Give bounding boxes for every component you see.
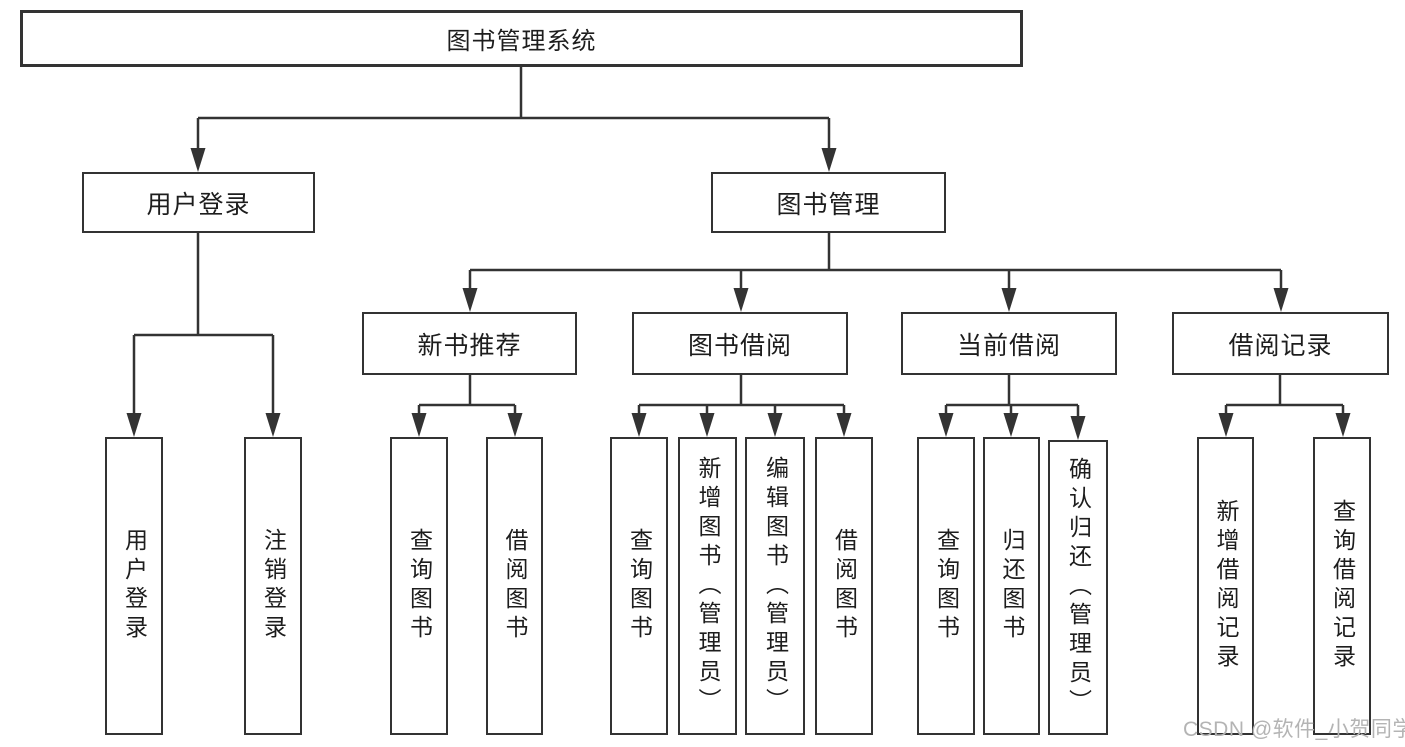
node-library-system: 图书管理系统 [20, 10, 1023, 67]
leaf-query-books-recommend: 查询图书 [390, 437, 448, 735]
leaf-edit-book-admin: 编辑图书（管理员） [745, 437, 805, 735]
node-current-borrow: 当前借阅 [901, 312, 1117, 375]
leaf-query-books-borrow: 查询图书 [610, 437, 668, 735]
leaf-borrow-books-recommend: 借阅图书 [486, 437, 543, 735]
leaf-return-book: 归还图书 [983, 437, 1040, 735]
leaf-add-book-admin: 新增图书（管理员） [678, 437, 737, 735]
watermark: CSDN @软件_小贺同学 [1183, 718, 1405, 741]
leaf-confirm-return-admin: 确认归还（管理员） [1048, 440, 1108, 735]
node-borrow-records: 借阅记录 [1172, 312, 1389, 375]
leaf-query-borrow-record: 查询借阅记录 [1313, 437, 1371, 735]
leaf-borrow-books: 借阅图书 [815, 437, 873, 735]
leaf-user-login: 用户登录 [105, 437, 163, 735]
leaf-add-borrow-record: 新增借阅记录 [1197, 437, 1254, 735]
node-book-management: 图书管理 [711, 172, 946, 233]
leaf-logout: 注销登录 [244, 437, 302, 735]
node-user-login: 用户登录 [82, 172, 315, 233]
node-book-borrow: 图书借阅 [632, 312, 848, 375]
node-new-book-recommend: 新书推荐 [362, 312, 577, 375]
leaf-query-books-current: 查询图书 [917, 437, 975, 735]
